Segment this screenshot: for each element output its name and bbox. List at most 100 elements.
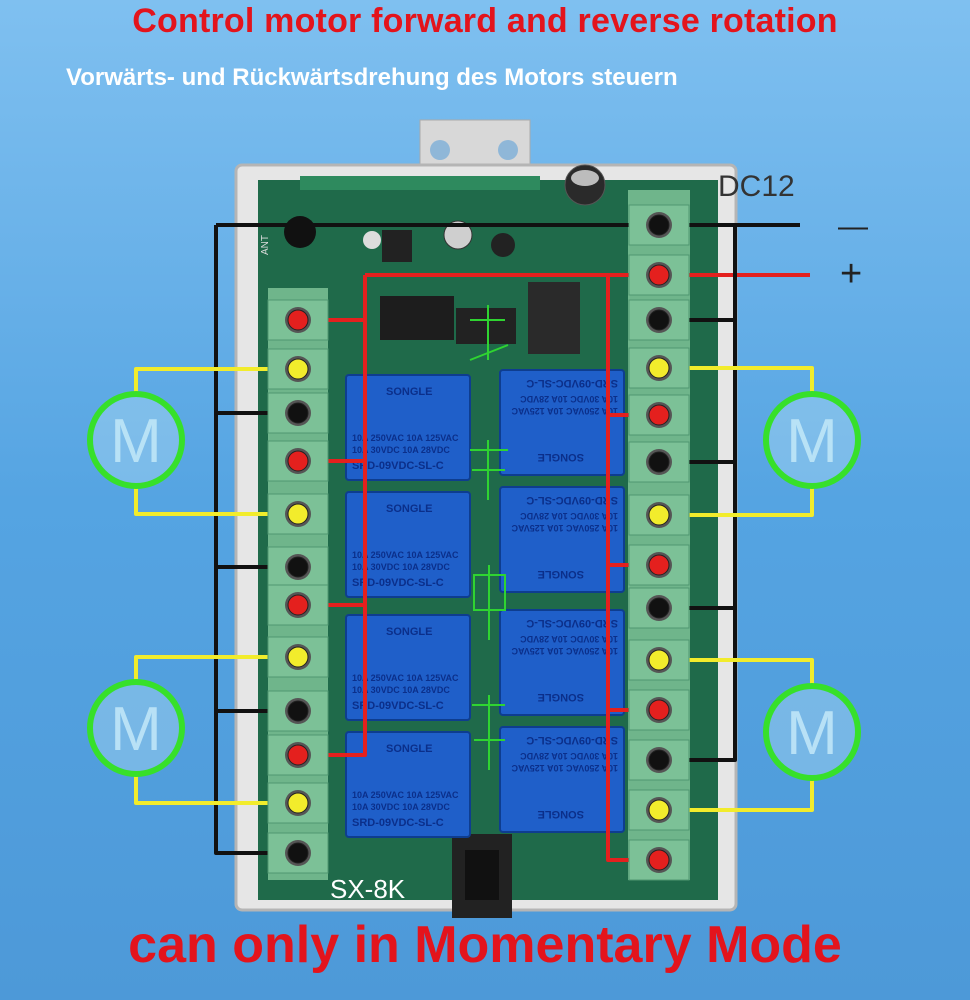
power-label: DC12 xyxy=(718,170,795,203)
relay-rating-1: 10A 250VAC 10A 125VAC xyxy=(511,646,618,656)
relay-body xyxy=(345,614,471,721)
relay-body xyxy=(499,726,625,833)
terminal-marker xyxy=(648,451,670,473)
mount-hole xyxy=(430,140,450,160)
terminal-right xyxy=(628,587,690,629)
relay-brand: SONGLE xyxy=(538,691,584,703)
terminal-slot xyxy=(628,839,690,881)
component-black-cap xyxy=(284,216,316,248)
relay-model: SRD-09VDC-SL-C xyxy=(526,734,618,746)
relay-brand: SONGLE xyxy=(538,568,584,580)
terminal-right xyxy=(628,299,690,341)
ant-label: ANT xyxy=(260,235,271,255)
relay-rating-2: 10A 30VDC 10A 28VDC xyxy=(352,802,450,812)
relay-rating-2: 10A 30VDC 10A 28VDC xyxy=(352,562,450,572)
relay-model: SRD-09VDC-SL-C xyxy=(526,617,618,629)
motor-symbol: M xyxy=(87,679,185,777)
terminal-left xyxy=(267,299,329,341)
relay-rating-2: 10A 30VDC 10A 28VDC xyxy=(520,394,618,404)
wire-black-right-bus xyxy=(659,223,737,762)
terminal-right xyxy=(628,544,690,586)
relay-brand: SONGLE xyxy=(386,386,432,398)
relay-body xyxy=(499,486,625,593)
component-ic xyxy=(456,308,516,344)
motor-circle xyxy=(763,683,861,781)
terminal-slot xyxy=(267,440,329,482)
board-model: SX-8K xyxy=(330,874,406,904)
power-minus-label: — xyxy=(838,210,868,243)
terminal-marker xyxy=(287,450,309,472)
relay-rating-2: 10A 30VDC 10A 28VDC xyxy=(520,634,618,644)
component-regulator xyxy=(382,230,412,262)
terminal-right xyxy=(628,739,690,781)
component-ic xyxy=(380,296,454,340)
terminal-marker xyxy=(648,699,670,721)
wire-yellow-motor xyxy=(134,655,298,680)
handwritten-marks xyxy=(469,305,509,770)
component-mosfet xyxy=(528,282,580,354)
terminal-right xyxy=(628,441,690,483)
relay-model: SRD-09VDC-SL-C xyxy=(352,577,444,589)
wire-yellow-motor xyxy=(134,488,298,516)
motor-label: M xyxy=(110,407,162,476)
terminal-slot xyxy=(267,348,329,390)
terminal-marker xyxy=(648,504,670,526)
terminal-left xyxy=(267,832,329,874)
relay-rating-1: 10A 250VAC 10A 125VAC xyxy=(352,550,459,560)
terminal-left xyxy=(267,636,329,678)
relay-rating-1: 10A 250VAC 10A 125VAC xyxy=(511,523,618,533)
dc-jack-opening xyxy=(465,850,499,900)
relay-body xyxy=(345,491,471,598)
relay-rating-2: 10A 30VDC 10A 28VDC xyxy=(352,685,450,695)
terminal-marker xyxy=(287,309,309,331)
terminal-right xyxy=(628,639,690,681)
wire-yellow-motor xyxy=(659,658,814,684)
component-cap xyxy=(363,231,381,249)
terminal-marker xyxy=(648,309,670,331)
relay-body xyxy=(345,731,471,838)
terminal-marker xyxy=(648,649,670,671)
relay-rating-1: 10A 250VAC 10A 125VAC xyxy=(511,763,618,773)
terminal-marker xyxy=(287,842,309,864)
motor-label: M xyxy=(786,699,838,768)
terminals xyxy=(267,204,690,881)
terminal-left xyxy=(267,584,329,626)
relay-model: SRD-09VDC-SL-C xyxy=(526,377,618,389)
motor-circle xyxy=(87,391,185,489)
terminal-left xyxy=(267,782,329,824)
relays: SONGLE 10A 250VAC 10A 125VAC 10A 30VDC 10A… xyxy=(345,369,625,838)
terminal-marker xyxy=(287,402,309,424)
title: Control motor forward and reverse rotati… xyxy=(132,2,838,40)
footer-note: can only in Momentary Mode xyxy=(128,916,842,974)
terminal-marker xyxy=(648,357,670,379)
motor-circle xyxy=(763,391,861,489)
terminal-marker xyxy=(287,358,309,380)
terminal-marker xyxy=(648,749,670,771)
wire-yellow-motor xyxy=(659,780,814,812)
terminal-marker xyxy=(648,264,670,286)
terminal-marker xyxy=(648,799,670,821)
relay-rating-1: 10A 250VAC 10A 125VAC xyxy=(352,673,459,683)
terminal-left xyxy=(267,392,329,434)
terminal-slot xyxy=(267,734,329,776)
component-cap-top xyxy=(571,170,599,186)
relay-label-group: SONGLE 10A 250VAC 10A 125VAC 10A 30VDC 10A… xyxy=(511,617,618,703)
relay-model: SRD-09VDC-SL-C xyxy=(526,494,618,506)
terminal-marker xyxy=(287,792,309,814)
power-plus-label: + xyxy=(840,253,862,295)
terminal-marker xyxy=(287,503,309,525)
terminal-left xyxy=(267,734,329,776)
component-inductor xyxy=(491,233,515,257)
terminal-marker xyxy=(287,646,309,668)
relay-body xyxy=(499,609,625,716)
